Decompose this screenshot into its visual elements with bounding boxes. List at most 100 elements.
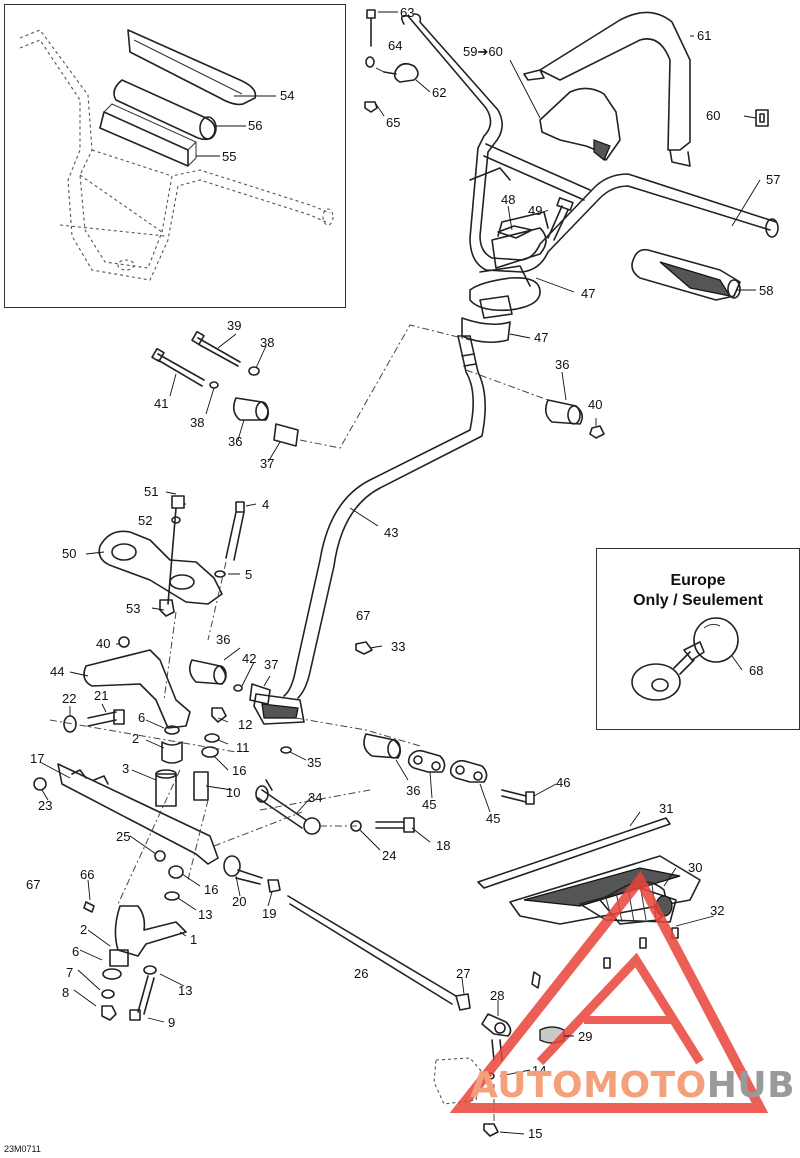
callout-label: 36 <box>555 357 569 372</box>
callout-label: 41 <box>154 396 168 411</box>
callout-label: 53 <box>126 601 140 616</box>
callout-label: 50 <box>62 546 76 561</box>
callout-label: 13 <box>198 907 212 922</box>
watermark-text: AUTOMOTOHUB <box>470 1066 795 1106</box>
callout-label: 63 <box>400 5 414 20</box>
callout-label: 18 <box>436 838 450 853</box>
callout-label: 17 <box>30 751 44 766</box>
callout-label: 48 <box>501 192 515 207</box>
callout-label: 2 <box>80 922 87 937</box>
callout-label: 35 <box>307 755 321 770</box>
callout-label: 58 <box>759 283 773 298</box>
callout-label: 7 <box>66 965 73 980</box>
callout-label: 47 <box>534 330 548 345</box>
steering-column <box>253 335 486 725</box>
callout-label: 32 <box>710 903 724 918</box>
callout-label: 67 <box>26 877 40 892</box>
bracket-50-group <box>98 495 245 701</box>
callout-label: 29 <box>578 1029 592 1044</box>
callout-label: 66 <box>80 867 94 882</box>
callout-label: 6 <box>138 710 145 725</box>
bolt-group-upper <box>151 324 605 449</box>
callout-label: 49 <box>528 203 542 218</box>
callout-label: 16 <box>232 763 246 778</box>
callout-label: 42 <box>242 651 256 666</box>
callout-label: 11 <box>236 740 250 755</box>
callout-label: 57 <box>766 172 780 187</box>
callout-label: 62 <box>432 85 446 100</box>
tie-rod-linkage <box>213 733 535 847</box>
callout-label: 38 <box>260 335 274 350</box>
callout-label: 33 <box>391 639 405 654</box>
callout-label: 6 <box>72 944 79 959</box>
callout-label: 22 <box>62 691 76 706</box>
watermark-part-a: AUTOMOTO <box>470 1065 707 1106</box>
callout-label: 19 <box>262 906 276 921</box>
callout-label: 30 <box>688 860 702 875</box>
callout-label: 5 <box>245 567 252 582</box>
callout-label: 68 <box>749 663 763 678</box>
callout-label: 27 <box>456 966 470 981</box>
callout-label: 24 <box>382 848 396 863</box>
callout-label: 12 <box>238 717 252 732</box>
callout-label: 9 <box>168 1015 175 1030</box>
callout-label: 39 <box>227 318 241 333</box>
callout-label: 26 <box>354 966 368 981</box>
callout-label: 1 <box>190 932 197 947</box>
callout-label: 36 <box>216 632 230 647</box>
callout-label: 55 <box>222 149 236 164</box>
watermark-part-b: HUB <box>706 1065 796 1106</box>
callout-label: 47 <box>581 286 595 301</box>
callout-labels: 54 56 55 63 64 62 65 59➔60 61 60 57 58 4… <box>26 5 780 1141</box>
europe-only-title: Europe Only / Seulement <box>597 571 799 611</box>
callout-label: 51 <box>144 484 158 499</box>
inset-frame <box>4 4 346 308</box>
europe-only-box: Europe Only / Seulement <box>596 548 800 730</box>
callout-label: 52 <box>138 513 152 528</box>
callout-label: 67 <box>356 608 370 623</box>
callout-label: 36 <box>228 434 242 449</box>
callout-label: 37 <box>260 456 274 471</box>
callout-label: 16 <box>204 882 218 897</box>
callout-label: 65 <box>386 115 400 130</box>
callout-label: 2 <box>132 731 139 746</box>
callout-label: 44 <box>50 664 64 679</box>
callout-label: 64 <box>388 38 402 53</box>
callout-label: 21 <box>94 688 108 703</box>
callout-label: 54 <box>280 88 294 103</box>
callout-label: 40 <box>96 636 110 651</box>
callout-label: 15 <box>528 1126 542 1141</box>
callout-label: 3 <box>122 761 129 776</box>
bracket-44-group <box>83 636 421 747</box>
callout-label: 34 <box>308 790 322 805</box>
callout-label: 23 <box>38 798 52 813</box>
callout-label: 46 <box>556 775 570 790</box>
europe-title-line2: Only / Seulement <box>633 592 763 609</box>
callout-label: 40 <box>588 397 602 412</box>
callout-label: 25 <box>116 829 130 844</box>
callout-label: 36 <box>406 783 420 798</box>
callout-label: 38 <box>190 415 204 430</box>
callout-label: 28 <box>490 988 504 1003</box>
handlebar-assembly <box>364 9 779 344</box>
leader-lines <box>39 11 761 1135</box>
lower-left-linkage <box>33 707 237 1021</box>
callout-label: 10 <box>226 785 240 800</box>
callout-label: 45 <box>422 797 436 812</box>
callout-label: 59➔60 <box>463 44 503 59</box>
europe-title-line1: Europe <box>670 572 726 589</box>
watermark-triangle-logo <box>449 870 769 1113</box>
callout-label: 45 <box>486 811 500 826</box>
callout-label: 60 <box>706 108 720 123</box>
callout-label: 14 <box>532 1063 546 1078</box>
callout-label: 8 <box>62 985 69 1000</box>
document-code: 23M0711 <box>4 1144 41 1154</box>
callout-label: 31 <box>659 801 673 816</box>
callout-label: 13 <box>178 983 192 998</box>
callout-label: 20 <box>232 894 246 909</box>
horn-68 <box>631 617 739 701</box>
callout-label: 61 <box>697 28 711 43</box>
inset-handlebar-padding <box>19 29 334 281</box>
callout-label: 4 <box>262 497 269 512</box>
